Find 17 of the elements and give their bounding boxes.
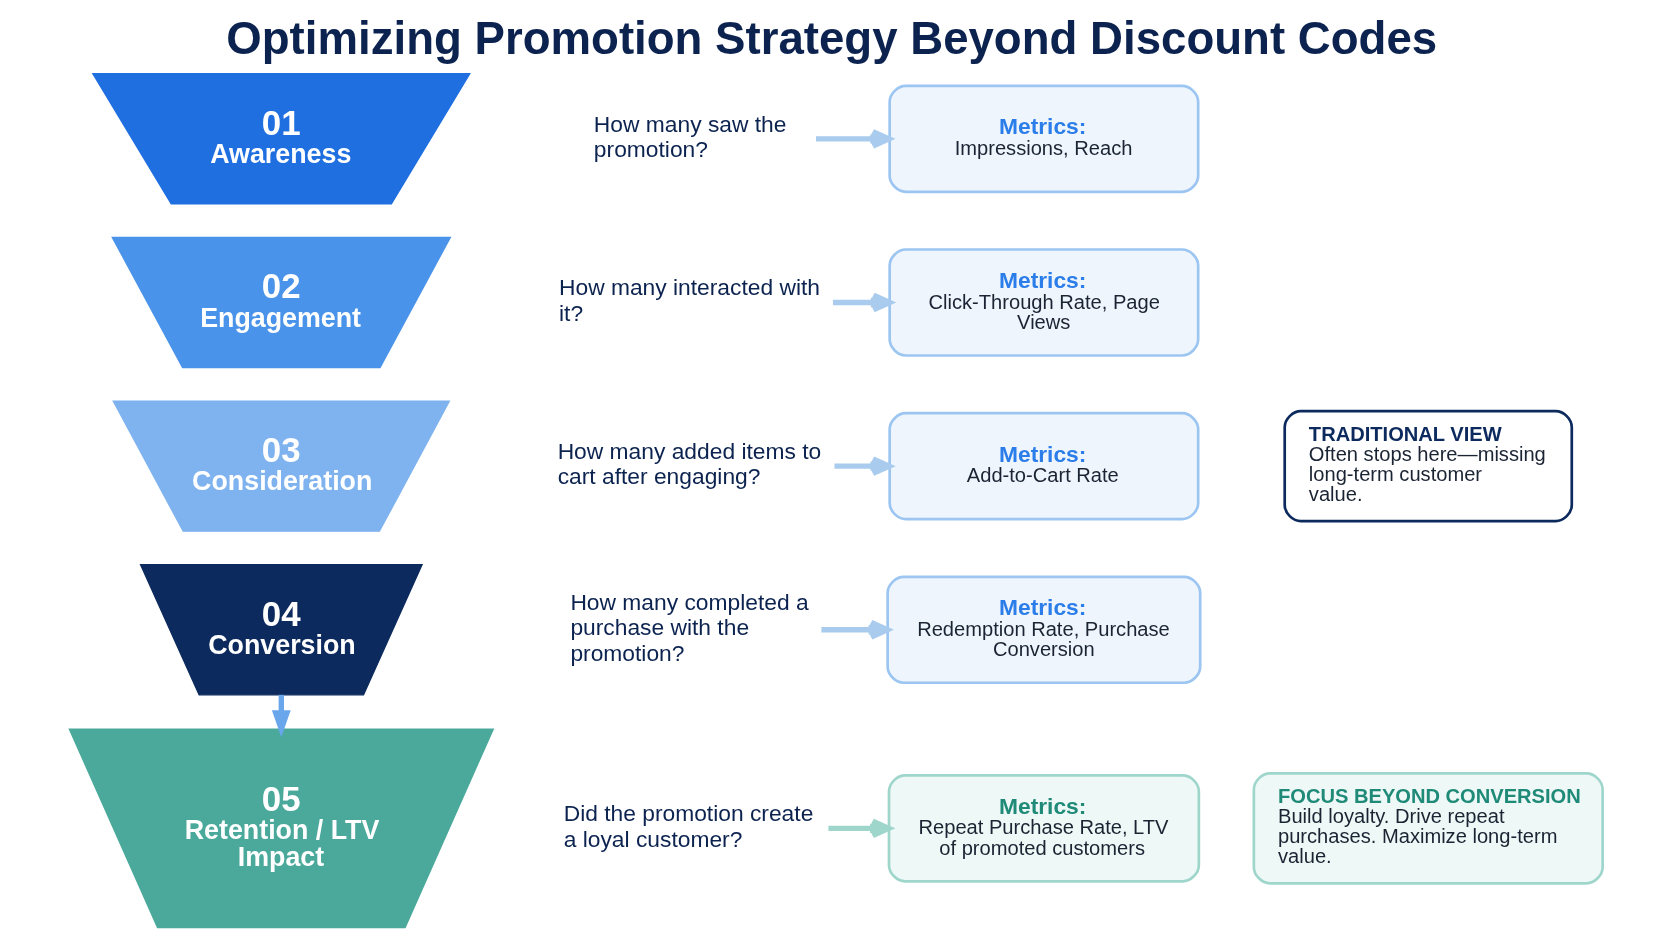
node-box: Metrics: Add-to-Cart Rate <box>888 411 1200 521</box>
node-text: How many completed a purchase with the promotion? <box>570 588 809 666</box>
arrow <box>828 818 892 839</box>
arrow <box>821 619 891 640</box>
node-box: FOCUS BEYOND CONVERSION Build loyalty. Drive repeat purchases. Maximize long-term value. <box>1252 772 1604 885</box>
diagram-title: Optimizing Promotion Strategy Beyond Discount Codes <box>226 12 1438 64</box>
node-box: Metrics: Redemption Rate, Purchase Conversion <box>886 575 1202 685</box>
node-text: How many added items to cart after engaging? <box>557 437 822 490</box>
node-text: How many saw the promotion? <box>593 110 787 163</box>
node-box: Metrics: Repeat Purchase Rate, LTV of promoted customers <box>887 774 1201 883</box>
node-box: Metrics: Click-Through Rate, Page Views <box>888 248 1200 357</box>
arrow <box>271 694 291 738</box>
node-box: Metrics: Impressions, Reach <box>888 84 1200 194</box>
node-text: How many interacted with it? <box>558 274 821 326</box>
node-box: TRADITIONAL VIEW Often stops here—missing long-term customer value. <box>1283 409 1574 523</box>
arrow <box>832 292 893 313</box>
node-text: Did the promotion create a loyal customer? <box>563 800 814 852</box>
